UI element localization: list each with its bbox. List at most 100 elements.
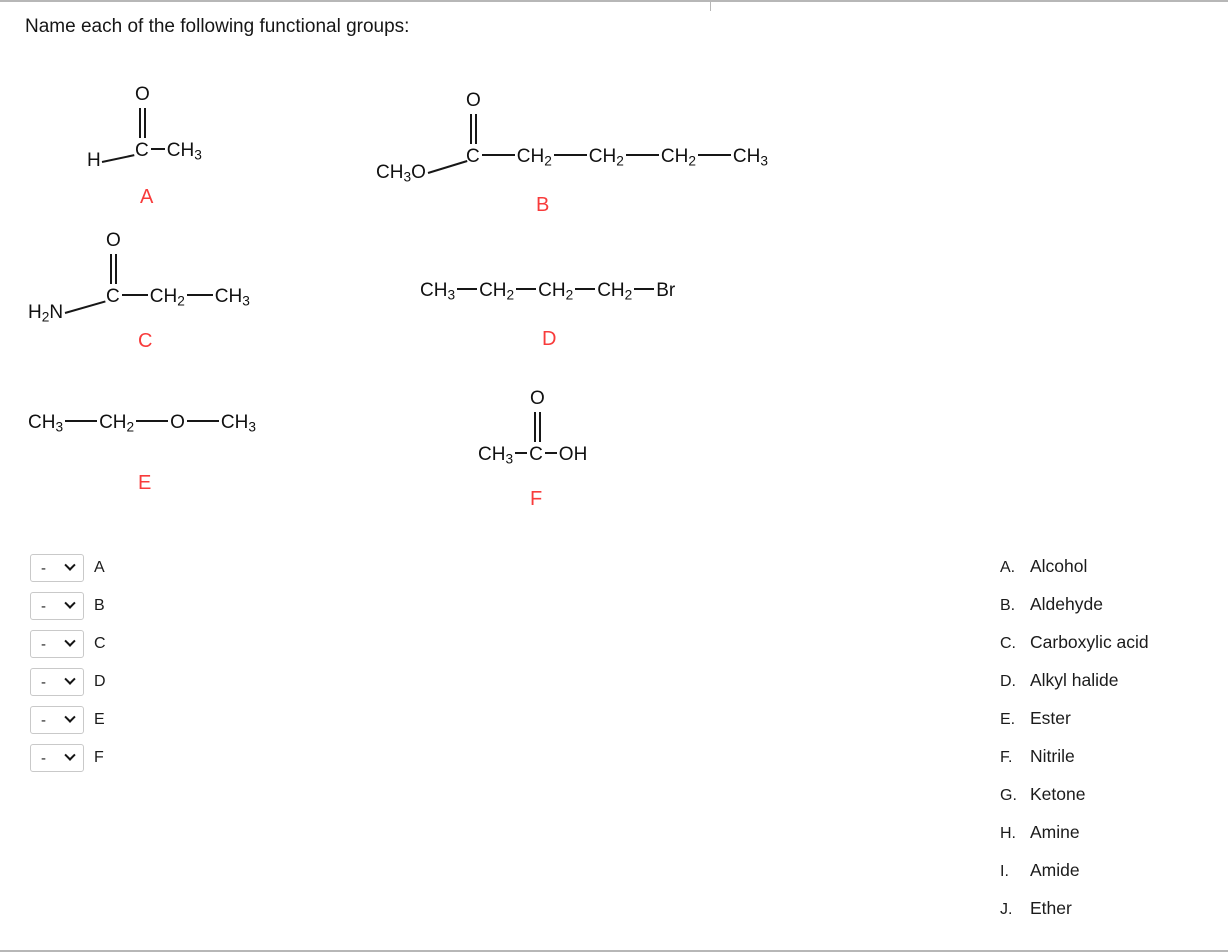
answer-select-f[interactable]: - xyxy=(30,744,84,772)
option-letter: I. xyxy=(1000,863,1009,880)
chain-atom: OH xyxy=(558,444,588,465)
oxygen-atom: O xyxy=(106,230,121,251)
structure-label-b: B xyxy=(536,194,550,216)
single-bond xyxy=(575,288,596,290)
dropdown-row-b: - B xyxy=(30,592,106,620)
single-bond xyxy=(625,154,659,156)
chain-atom: CH3 xyxy=(420,280,456,303)
oxygen-atom: O xyxy=(135,84,150,105)
option-row: B. Aldehyde xyxy=(1000,594,1149,632)
single-bond xyxy=(544,452,557,454)
chevron-down-icon xyxy=(64,673,76,685)
option-row: H. Amine xyxy=(1000,822,1149,860)
structure-c: O H2N C CH2 CH3 C xyxy=(28,228,328,363)
structure-label-d: D xyxy=(542,328,557,350)
select-value: - xyxy=(41,559,46,577)
option-row: C. Carboxylic acid xyxy=(1000,632,1149,670)
option-letter: C. xyxy=(1000,635,1016,652)
option-letter: D. xyxy=(1000,673,1016,690)
bottom-border-line xyxy=(0,950,1228,952)
oxygen-atom: O xyxy=(466,90,481,111)
option-label: Nitrile xyxy=(1030,746,1075,766)
carbon-chain: C CH3 xyxy=(135,140,202,163)
answer-options-list: A. Alcohol B. Aldehyde C. Carboxylic aci… xyxy=(1000,556,1149,936)
option-row: I. Amide xyxy=(1000,860,1149,898)
oxygen-atom: O xyxy=(530,388,545,409)
structure-label-e: E xyxy=(138,472,152,494)
substituent-group: H2N xyxy=(28,302,64,325)
chain-atom: CH3 xyxy=(166,140,202,163)
dropdown-label-c: C xyxy=(94,635,106,652)
answer-select-a[interactable]: - xyxy=(30,554,84,582)
chevron-down-icon xyxy=(64,635,76,647)
option-label: Carboxylic acid xyxy=(1030,632,1149,652)
chain-atom: CH3 xyxy=(732,146,768,169)
structure-label-f: F xyxy=(530,488,543,510)
dropdown-row-a: - A xyxy=(30,554,106,582)
single-bond xyxy=(553,154,587,156)
dropdown-label-d: D xyxy=(94,673,106,690)
chain-atom: CH2 xyxy=(149,286,185,309)
answer-select-b[interactable]: - xyxy=(30,592,84,620)
substituent-group: CH3O xyxy=(376,162,426,185)
answer-select-d[interactable]: - xyxy=(30,668,84,696)
option-letter: J. xyxy=(1000,901,1013,918)
single-bond xyxy=(697,154,731,156)
select-value: - xyxy=(41,749,46,767)
option-label: Alkyl halide xyxy=(1030,670,1119,690)
option-row: F. Nitrile xyxy=(1000,746,1149,784)
option-label: Ester xyxy=(1030,708,1071,728)
chain-atom: O xyxy=(170,412,185,433)
single-bond-diagonal xyxy=(64,300,106,314)
structure-label-a: A xyxy=(140,186,154,208)
chain-atom: C xyxy=(529,444,543,465)
chain-atom: Br xyxy=(656,280,676,301)
option-letter: B. xyxy=(1000,597,1016,614)
single-bond xyxy=(481,154,515,156)
select-value: - xyxy=(41,711,46,729)
chain-atom: CH2 xyxy=(588,146,624,169)
select-value: - xyxy=(41,673,46,691)
dropdown-row-e: - E xyxy=(30,706,106,734)
option-letter: G. xyxy=(1000,787,1017,804)
chain-atom: CH3 xyxy=(28,412,64,435)
single-bond-diagonal xyxy=(101,154,135,163)
option-letter: F. xyxy=(1000,749,1013,766)
chain-atom: CH2 xyxy=(479,280,515,303)
option-label: Aldehyde xyxy=(1030,594,1103,614)
chain-atom: CH2 xyxy=(99,412,135,435)
option-letter: H. xyxy=(1000,825,1016,842)
option-row: J. Ether xyxy=(1000,898,1149,936)
single-bond xyxy=(121,294,148,296)
single-bond xyxy=(634,288,655,290)
dropdown-label-f: F xyxy=(94,749,104,766)
answer-select-c[interactable]: - xyxy=(30,630,84,658)
chevron-down-icon xyxy=(64,559,76,571)
structure-label-c: C xyxy=(138,330,153,352)
option-letter: E. xyxy=(1000,711,1016,728)
option-label: Ether xyxy=(1030,898,1072,918)
chevron-down-icon xyxy=(64,749,76,761)
chain-atom: C xyxy=(106,286,120,307)
option-label: Alcohol xyxy=(1030,556,1088,576)
chain-atom: CH3 xyxy=(214,286,250,309)
answer-select-e[interactable]: - xyxy=(30,706,84,734)
option-label: Ketone xyxy=(1030,784,1086,804)
single-bond xyxy=(516,288,537,290)
option-row: D. Alkyl halide xyxy=(1000,670,1149,708)
chain-atom: C xyxy=(135,140,149,161)
option-label: Amine xyxy=(1030,822,1080,842)
option-row: E. Ester xyxy=(1000,708,1149,746)
single-bond xyxy=(186,420,219,422)
option-letter: A. xyxy=(1000,559,1016,576)
dropdown-row-c: - C xyxy=(30,630,106,658)
option-row: G. Ketone xyxy=(1000,784,1149,822)
